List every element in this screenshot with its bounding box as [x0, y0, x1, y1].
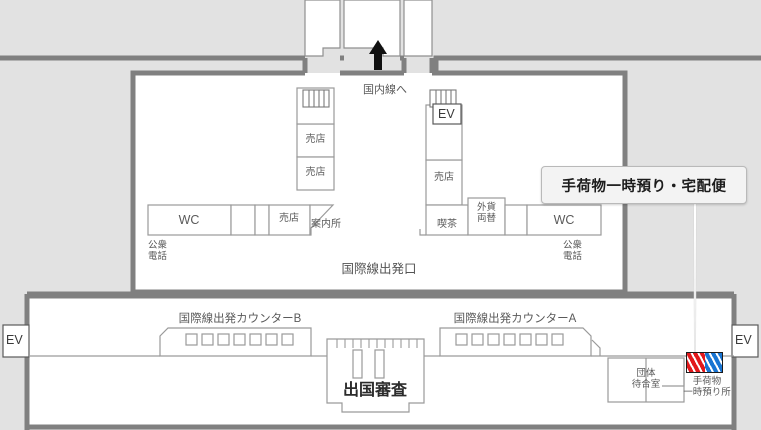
- label-counter-a: 国際線出発カウンターA: [453, 313, 577, 325]
- baggage-storage-highlight[interactable]: [686, 352, 723, 373]
- wall-angle-right: [591, 339, 601, 356]
- room-shop-2: [296, 156, 335, 191]
- highlight-stripe-blue: [704, 353, 722, 372]
- room-gap-a: [230, 204, 256, 236]
- callout-pointer-line: [693, 200, 697, 358]
- room-gap-b: [254, 204, 270, 236]
- label-public-phone-left: 公衆 電話: [148, 240, 168, 262]
- room-currency: [467, 197, 506, 236]
- callout-text: 手荷物一時預り・宅配便: [561, 178, 727, 195]
- label-information: 案内所: [311, 219, 341, 230]
- ev-label-left[interactable]: EV: [6, 333, 23, 347]
- counter-b: [159, 327, 312, 357]
- label-shop-2: 売店: [305, 167, 326, 178]
- ev-box-top-right: [432, 103, 462, 125]
- right-lower-rooms: [607, 357, 685, 403]
- label-group-waiting-room: 団体 待合室: [631, 368, 661, 390]
- immigration-gate-1: [352, 349, 363, 379]
- immigration-block: [326, 338, 425, 413]
- room-shop-4: [425, 159, 463, 206]
- label-shop-4: 売店: [434, 172, 454, 183]
- ev-box-left: [2, 324, 30, 358]
- label-cafe: 喫茶: [437, 219, 457, 230]
- highlight-stripe-red: [687, 353, 705, 372]
- label-shop-1: 売店: [305, 134, 326, 145]
- label-wc-left: WC: [178, 213, 200, 227]
- label-baggage-storage: 手荷物 一時預り所: [683, 376, 731, 398]
- label-international-departures: 国際線出発口: [341, 262, 417, 276]
- room-shop-3: [268, 204, 311, 236]
- label-immigration: 出国審査: [342, 382, 408, 399]
- room-information: [309, 204, 335, 236]
- ev-label-right[interactable]: EV: [735, 333, 752, 347]
- label-shop-3: 売店: [279, 213, 299, 224]
- label-counter-b: 国際線出発カウンターB: [178, 313, 302, 325]
- up-arrow-icon: [369, 40, 387, 70]
- ev-label-top-right[interactable]: EV: [438, 107, 455, 121]
- label-to-domestic: 国内線へ: [363, 84, 407, 96]
- callout-baggage-service[interactable]: 手荷物一時預り・宅配便: [541, 166, 747, 204]
- elevator-boxes: [2, 103, 759, 358]
- room-wc-right: [526, 204, 602, 236]
- label-public-phone-right: 公衆 電話: [563, 240, 583, 262]
- label-wc-right: WC: [553, 213, 575, 227]
- immigration-gate-2: [374, 349, 385, 379]
- counter-a: [439, 327, 592, 357]
- room-gap-c: [504, 204, 528, 236]
- ev-box-right: [731, 324, 759, 358]
- room-wc-left: [147, 204, 232, 236]
- label-currency-exchange: 外貨 両替: [476, 202, 497, 224]
- top-notch-edges: [302, 58, 435, 73]
